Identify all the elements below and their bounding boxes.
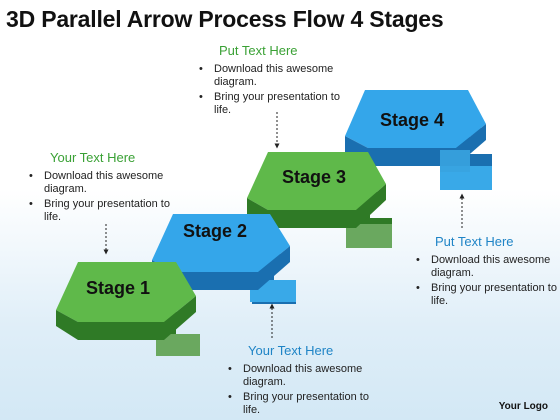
page-title: 3D Parallel Arrow Process Flow 4 Stages (6, 6, 444, 32)
callout-bottom-heading: Your Text Here (248, 343, 334, 358)
stage-3-label: Stage 3 (282, 167, 346, 187)
stage-3-shape (247, 152, 392, 248)
callout-left: Your Text Here Download this awesome dia… (26, 151, 176, 226)
callout-left-bullet-1: Download this awesome diagram. (26, 170, 176, 196)
callout-right-list: Download this awesome diagram. Bring you… (413, 254, 558, 308)
stage-2-shape (152, 214, 296, 304)
callout-top-bullet-2: Bring your presentation to life. (196, 91, 346, 117)
callout-left-bullet-2: Bring your presentation to life. (26, 198, 176, 224)
callout-left-heading: Your Text Here (50, 150, 136, 165)
stage-3-output-block (346, 224, 392, 248)
callout-left-list: Download this awesome diagram. Bring you… (26, 170, 176, 224)
callout-right-bullet-1: Download this awesome diagram. (413, 254, 558, 280)
callout-top-bullet-1: Download this awesome diagram. (196, 63, 346, 89)
logo-text: Your Logo (498, 401, 548, 412)
stage-2-label: Stage 2 (183, 221, 247, 241)
callout-right-bullet-2: Bring your presentation to life. (413, 282, 558, 308)
stage-1-shape (56, 262, 200, 356)
callout-bottom-list: Download this awesome diagram. Bring you… (225, 363, 375, 417)
callout-bottom-bullet-2: Bring your presentation to life. (225, 391, 375, 417)
callout-top-list: Download this awesome diagram. Bring you… (196, 63, 346, 117)
callout-top-heading: Put Text Here (219, 43, 298, 58)
stage-4-label: Stage 4 (380, 110, 444, 130)
stage-1-label: Stage 1 (86, 278, 150, 298)
stage-1-output-block (156, 334, 200, 356)
callout-bottom-bullet-1: Download this awesome diagram. (225, 363, 375, 389)
callout-right-heading: Put Text Here (435, 234, 514, 249)
callout-bottom: Your Text Here Download this awesome dia… (225, 344, 375, 419)
stage-4-shape (345, 90, 492, 190)
callout-right: Put Text Here Download this awesome diag… (413, 235, 558, 310)
callout-top: Put Text Here Download this awesome diag… (196, 44, 346, 119)
